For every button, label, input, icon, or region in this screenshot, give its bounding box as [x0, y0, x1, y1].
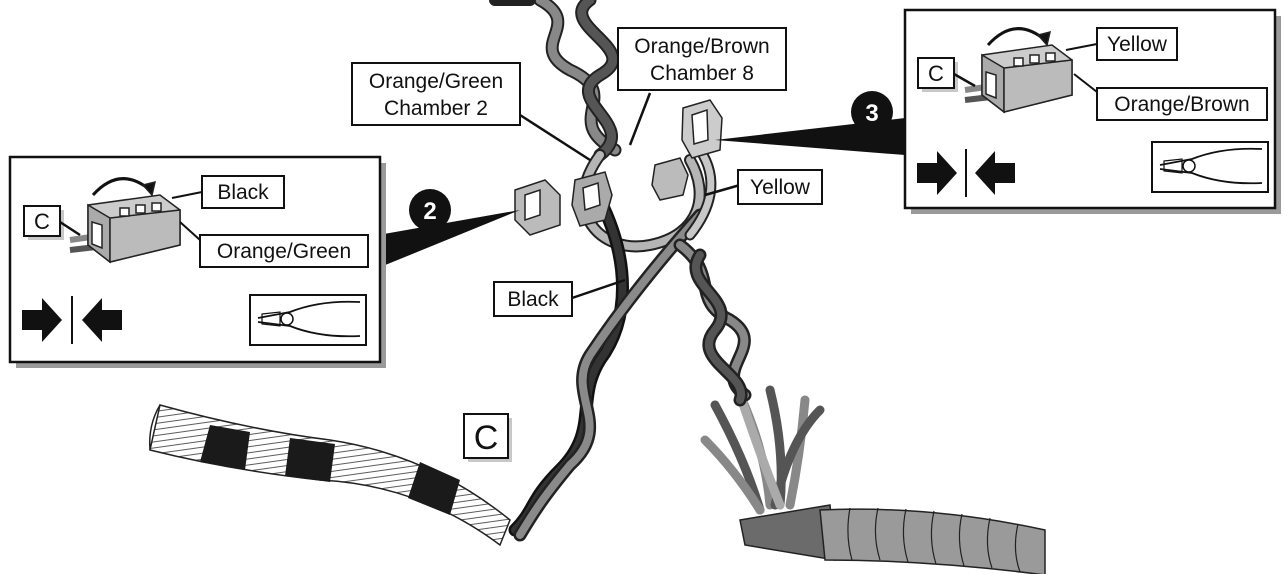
sheathed-cable [700, 375, 1046, 574]
wire-label-yellow: Yellow [1065, 27, 1178, 61]
callout-line-1: Orange/Green [369, 70, 503, 93]
connector-c-label: C [474, 419, 499, 457]
connector-3-center [651, 99, 723, 201]
crimp-pliers-icon [1151, 141, 1269, 193]
detail-box-step-3: C Yellow Orange/Brown [903, 8, 1281, 214]
callout-line-1: Orange/Brown [634, 35, 769, 58]
callout-orange-green-chamber-2: Orange/Green Chamber 2 [351, 62, 521, 126]
c-tag-label: C [34, 209, 50, 234]
wire-label-black-text: Black [217, 181, 269, 204]
step-number-2: 2 [423, 198, 436, 225]
c-tag-label: C [928, 61, 944, 86]
callout-line-2: Chamber 8 [650, 62, 754, 85]
callout-orange-brown-chamber-8: Orange/Brown Chamber 8 [617, 27, 787, 91]
callout-black-label: Black [507, 288, 559, 311]
c-tag: C [917, 57, 976, 92]
wire-label-orange-green-text: Orange/Green [217, 240, 351, 263]
wire-label-orange-brown: Orange/Brown [1073, 73, 1268, 121]
wire-label-black: Black [171, 175, 285, 209]
press-together-arrows-icon [22, 296, 122, 344]
step-number-3: 3 [865, 100, 878, 127]
connector-closeup [964, 27, 1073, 114]
connector-closeup [69, 177, 181, 264]
wire-label-yellow-text: Yellow [1107, 33, 1168, 56]
wire-label-orange-green: Orange/Green [179, 221, 369, 268]
leader-lines [519, 92, 741, 300]
press-together-arrows-icon [917, 149, 1015, 197]
callout-black: Black [493, 281, 573, 317]
step-badge-3: 3 [851, 91, 893, 133]
wire-label-orange-brown-text: Orange/Brown [1114, 93, 1249, 116]
step-badge-2: 2 [409, 189, 451, 231]
pointer-wedge-right [715, 118, 905, 155]
crimp-pliers-icon [249, 294, 367, 346]
c-tag: C [23, 205, 81, 240]
callout-line-2: Chamber 2 [384, 97, 488, 120]
connector-2-center [514, 171, 613, 236]
callout-yellow-label: Yellow [750, 176, 811, 199]
detail-box-step-2: C Black Orange/Green [8, 155, 386, 368]
pointer-wedge-left [378, 210, 520, 268]
callout-connector-c: C [463, 413, 512, 462]
ribbon-cable [148, 404, 511, 547]
callout-yellow: Yellow [737, 169, 823, 205]
